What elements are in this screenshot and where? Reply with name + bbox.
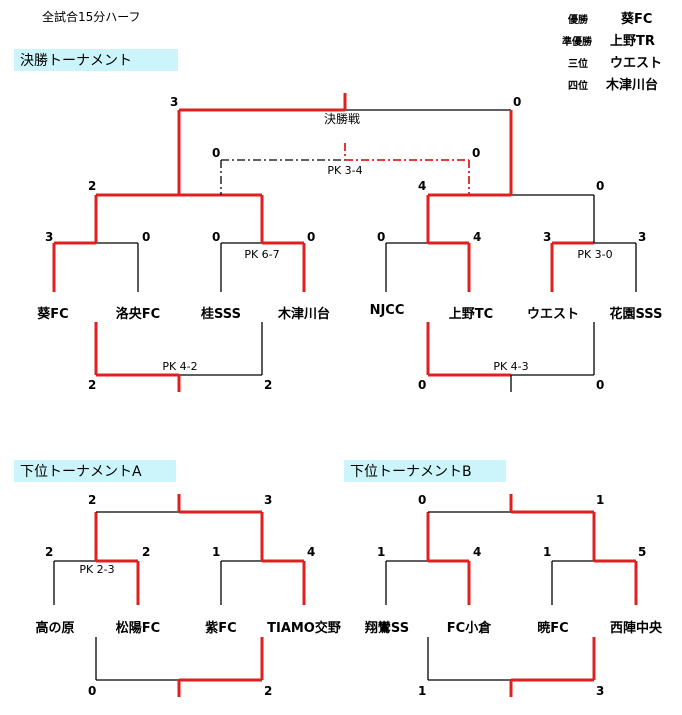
rank-label: 三位 bbox=[568, 59, 588, 70]
team-name: 翔鸞SS bbox=[364, 621, 410, 636]
match-note: 全試合15分ハーフ bbox=[42, 10, 141, 24]
score: 4 bbox=[418, 179, 427, 193]
team-name: NJCC bbox=[369, 303, 405, 318]
score: 0 bbox=[88, 684, 97, 698]
score: 1 bbox=[543, 545, 552, 559]
score: 0 bbox=[418, 378, 427, 392]
team-name: ウエスト bbox=[526, 307, 579, 322]
score: 5 bbox=[638, 545, 647, 559]
team-name: TIAMO交野 bbox=[267, 621, 341, 636]
lower-b-header: 下位トーナメントB bbox=[344, 460, 506, 482]
team-name: 葵FC bbox=[37, 307, 69, 322]
score: 0 bbox=[142, 230, 151, 244]
score: 0 bbox=[596, 378, 605, 392]
main-tournament-header: 決勝トーナメント bbox=[14, 49, 178, 71]
score: 1 bbox=[596, 493, 605, 507]
pk-result: PK 4-2 bbox=[162, 360, 198, 373]
score: 4 bbox=[307, 545, 316, 559]
rank-label: 優勝 bbox=[568, 15, 588, 26]
rank-team: ウエスト bbox=[610, 56, 663, 71]
score: 3 bbox=[45, 230, 54, 244]
score: 2 bbox=[88, 493, 97, 507]
score: 1 bbox=[377, 545, 386, 559]
pk-result: PK 3-4 bbox=[327, 164, 363, 177]
lower-a-header: 下位トーナメントA bbox=[14, 460, 176, 482]
team-name: 紫FC bbox=[205, 621, 237, 636]
team-name: FC小倉 bbox=[446, 621, 492, 636]
score: 2 bbox=[142, 545, 151, 559]
score: 4 bbox=[473, 230, 482, 244]
score: 0 bbox=[418, 493, 427, 507]
team-name: 桂SSS bbox=[201, 307, 241, 322]
team-name: 松陽FC bbox=[115, 621, 161, 636]
score: 1 bbox=[212, 545, 221, 559]
score: 2 bbox=[88, 179, 97, 193]
rank-team: 葵FC bbox=[621, 12, 653, 27]
score: 4 bbox=[473, 545, 482, 559]
score: 2 bbox=[264, 684, 273, 698]
score: 3 bbox=[264, 493, 273, 507]
score: 0 bbox=[513, 95, 522, 109]
team-name: 木津川台 bbox=[277, 307, 330, 322]
score: 0 bbox=[472, 146, 481, 160]
score: 2 bbox=[88, 378, 97, 392]
team-name: 高の原 bbox=[35, 621, 75, 636]
score: 0 bbox=[596, 179, 605, 193]
rank-label: 準優勝 bbox=[562, 37, 592, 48]
pk-result: PK 6-7 bbox=[244, 248, 280, 261]
score: 3 bbox=[638, 230, 647, 244]
pk-result: PK 3-0 bbox=[577, 248, 613, 261]
score: 2 bbox=[264, 378, 273, 392]
pk-result: PK 4-3 bbox=[493, 360, 529, 373]
rank-team: 上野TR bbox=[610, 34, 655, 49]
score: 1 bbox=[418, 684, 427, 698]
pk-result: PK 2-3 bbox=[79, 563, 115, 576]
score: 2 bbox=[45, 545, 54, 559]
score: 0 bbox=[212, 146, 221, 160]
score: 0 bbox=[307, 230, 316, 244]
team-name: 洛央FC bbox=[115, 307, 161, 322]
team-name: 暁FC bbox=[537, 621, 569, 636]
score: 0 bbox=[212, 230, 221, 244]
rank-label: 四位 bbox=[568, 81, 588, 92]
final-label: 決勝戦 bbox=[324, 112, 361, 126]
team-name: 西陣中央 bbox=[609, 621, 662, 636]
score: 3 bbox=[170, 95, 179, 109]
score: 3 bbox=[543, 230, 552, 244]
score: 0 bbox=[377, 230, 386, 244]
rank-team: 木津川台 bbox=[606, 78, 659, 93]
team-name: 花園SSS bbox=[609, 307, 663, 322]
score: 3 bbox=[596, 684, 605, 698]
team-name: 上野TC bbox=[448, 307, 494, 322]
